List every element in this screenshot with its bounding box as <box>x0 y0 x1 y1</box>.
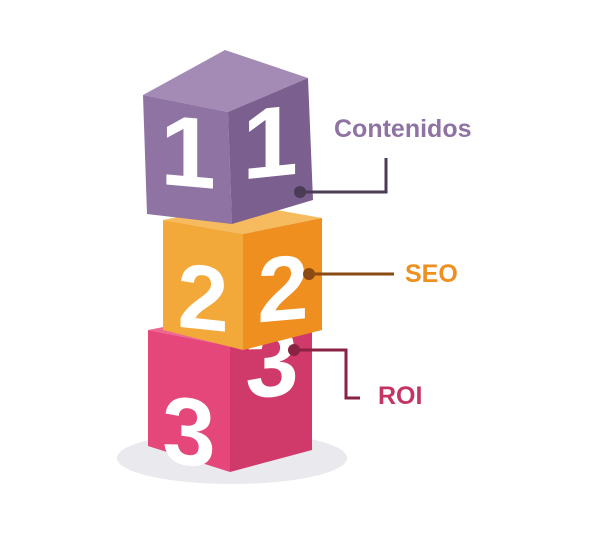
callout-label-roi: ROI <box>378 382 423 410</box>
callout-label-seo: SEO <box>405 260 458 288</box>
block-2-side-face <box>243 218 322 350</box>
block-2-front-face <box>163 220 243 350</box>
callout-roi-line <box>294 348 360 400</box>
block-3-front-digit: 3 <box>162 376 215 488</box>
block-2: 2 2 <box>163 204 322 352</box>
block-1-side-face <box>228 78 313 224</box>
callout-seo-dot <box>303 268 315 280</box>
block-1-side-digit: 1 <box>242 84 298 202</box>
block-1: 1 1 <box>143 50 313 224</box>
callout-label-contenidos: Contenidos <box>334 115 472 143</box>
block-3-side-face <box>230 330 312 472</box>
block-1-top-face <box>143 50 308 112</box>
block-2-front-digit: 2 <box>177 243 228 352</box>
block-1-front-digit: 1 <box>160 94 216 211</box>
callout-roi-dot <box>288 344 300 356</box>
callout-contenidos-dot <box>294 186 306 198</box>
block-2-side-digit: 2 <box>257 235 308 342</box>
block-1-front-face <box>143 95 232 224</box>
callout-contenidos-line <box>300 158 388 194</box>
callout-roi-connector <box>288 344 360 400</box>
callout-seo-connector <box>303 268 394 280</box>
callout-contenidos-connector <box>294 158 388 198</box>
block-3-front-face <box>148 330 230 472</box>
